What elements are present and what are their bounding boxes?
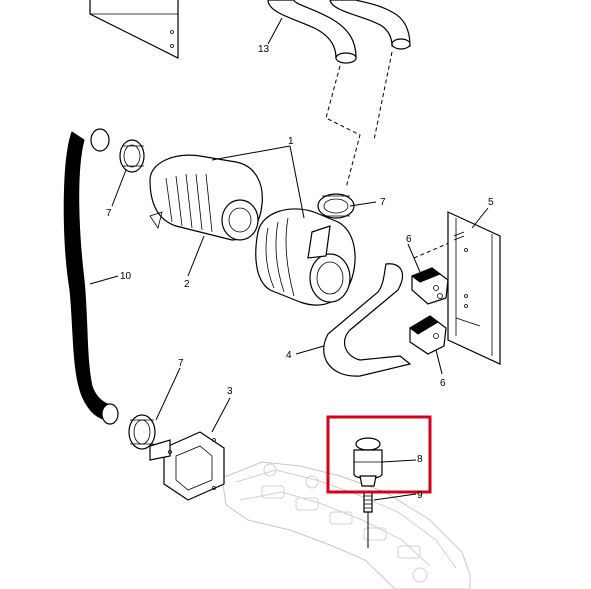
- rubber-mount-6-lower: [409, 315, 447, 355]
- rubber-mount-6-upper: [410, 267, 449, 305]
- intake-tube-13: [267, 0, 411, 64]
- callout-3: 3: [227, 386, 233, 397]
- air-filter-housing-1: [255, 208, 356, 306]
- air-filter-element-2: [149, 154, 263, 241]
- callout-1: 1: [288, 136, 294, 147]
- callout-labels: 1 2 3 4 5 6 6 7 7 7 8 9 10 13: [106, 44, 494, 501]
- leader-lines: [89, 17, 489, 501]
- callout-6-upper: 6: [406, 234, 412, 245]
- service-indicator-8: [353, 437, 383, 487]
- callout-10: 10: [120, 271, 132, 282]
- callout-7-right: 7: [380, 197, 386, 208]
- mounting-bracket-top: [89, 0, 179, 59]
- callout-2: 2: [184, 279, 190, 290]
- clamp-7-upper-left: [119, 139, 145, 173]
- mounting-bracket-5: [447, 211, 501, 365]
- flange-adapter-3: [149, 431, 225, 501]
- callout-9: 9: [417, 490, 423, 501]
- callout-7-upper-left: 7: [106, 208, 112, 219]
- hose-10: [63, 128, 119, 425]
- callout-4: 4: [286, 350, 292, 361]
- mounting-strap-4: [323, 263, 412, 377]
- callout-6-lower: 6: [440, 378, 446, 389]
- clamp-7-right: [317, 193, 355, 219]
- callout-7-lower: 7: [178, 358, 184, 369]
- engine-manifold-outline: [221, 461, 471, 589]
- clamp-7-lower: [128, 414, 156, 450]
- highlight-box: [326, 415, 432, 494]
- callout-5: 5: [488, 197, 494, 208]
- callout-13: 13: [258, 44, 270, 55]
- callout-8: 8: [417, 454, 423, 465]
